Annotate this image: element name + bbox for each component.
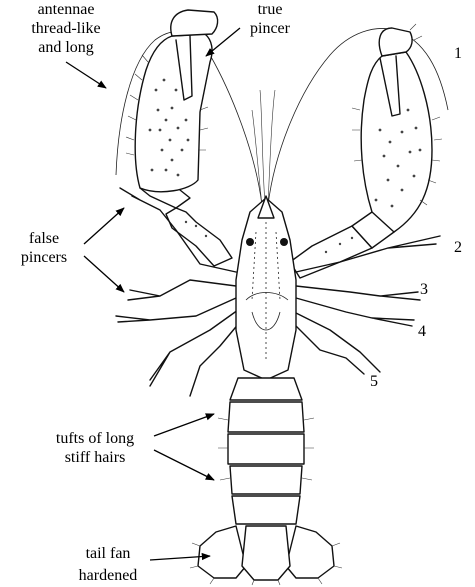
right-claw xyxy=(290,24,442,278)
antennae-label-line3: and long xyxy=(38,39,94,56)
leg-number-1: 1 xyxy=(454,45,462,62)
label-tail-fan: tail fan hardened xyxy=(79,545,138,584)
label-true-pincer: true pincer xyxy=(250,1,291,37)
leg-number-4: 4 xyxy=(418,323,426,340)
tufts-label-line2: stiff hairs xyxy=(65,449,126,466)
false-pincers-label-line2: pincers xyxy=(21,249,67,266)
label-antennae: antennae thread-like and long xyxy=(31,1,100,56)
false-pincers-label-line1: false xyxy=(29,230,59,247)
true-pincer-label-line2: pincer xyxy=(250,20,291,37)
antennae-label-line1: antennae xyxy=(38,1,95,18)
carapace xyxy=(236,196,296,380)
true-pincer-label-line1: true xyxy=(258,1,283,18)
tail-fan xyxy=(190,526,342,585)
antennae-arrow xyxy=(66,62,106,88)
tail-fan-label-line1: tail fan xyxy=(86,545,131,562)
tufts-label-line1: tufts of long xyxy=(56,430,134,447)
tail-fan-label-line2: hardened xyxy=(79,567,138,584)
false-pincers-arrow-lower xyxy=(84,256,124,292)
tufts-arrow-lower xyxy=(154,450,214,480)
tufts-arrow-upper xyxy=(154,414,214,436)
abdomen xyxy=(218,378,314,524)
false-pincers-arrow-upper xyxy=(84,208,124,244)
leg-number-2: 2 xyxy=(454,239,462,256)
leg-number-5: 5 xyxy=(370,373,378,390)
label-tufts: tufts of long stiff hairs xyxy=(56,430,134,466)
antennae-label-line2: thread-like xyxy=(31,20,100,37)
label-false-pincers: false pincers xyxy=(21,230,67,266)
leg-number-3: 3 xyxy=(420,281,428,298)
